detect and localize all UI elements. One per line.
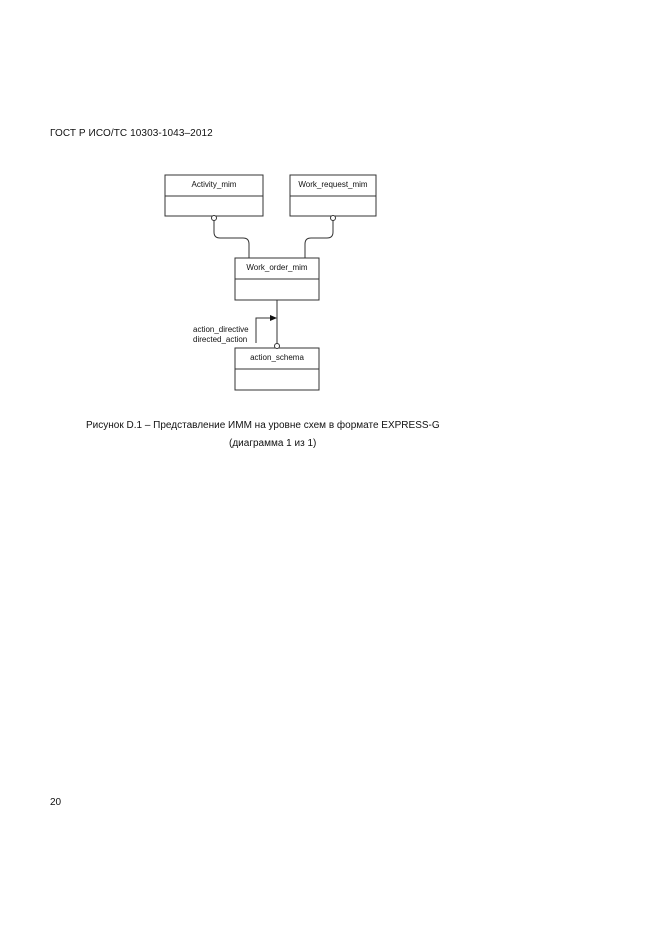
page-number: 20 (50, 797, 62, 808)
entity-work-request-mim: Work_request_mim (289, 174, 377, 217)
page-header-standard-code: ГОСТ Р ИСО/ТС 10303-1043–2012 (50, 128, 213, 139)
entity-activity-mim: Activity_mim (164, 174, 264, 217)
relation-label-directed-action: directed_action (193, 335, 247, 344)
connector-action-schema-to-work-order (255, 300, 280, 349)
figure-caption-subtitle: (диаграмма 1 из 1) (229, 438, 317, 449)
connector-work-order-to-work-request (304, 215, 336, 258)
entity-work-request-mim-label: Work_request_mim (298, 180, 368, 189)
arrowhead-icon (270, 315, 277, 321)
entity-action-schema: action_schema (234, 347, 320, 391)
entity-action-schema-label: action_schema (250, 353, 304, 362)
relation-label-action-directive: action_directive (193, 325, 249, 334)
connector-end-circle (211, 215, 217, 221)
entity-work-order-mim-label: Work_order_mim (246, 263, 308, 272)
figure-caption-title: Рисунок D.1 – Представление ИММ на уровн… (86, 420, 440, 431)
connector-end-circle (330, 215, 336, 221)
entity-work-order-mim: Work_order_mim (234, 257, 320, 301)
entity-activity-mim-label: Activity_mim (192, 180, 237, 189)
connector-work-order-to-activity (211, 215, 250, 258)
connector-end-circle (274, 343, 280, 349)
